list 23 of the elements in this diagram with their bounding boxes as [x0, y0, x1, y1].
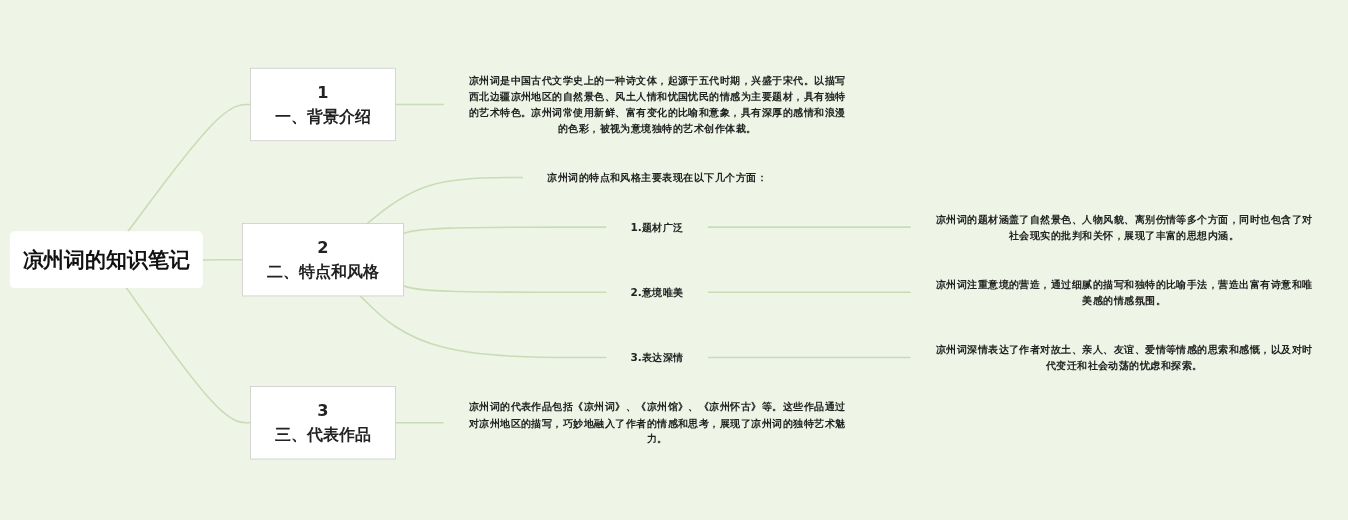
node-text: 1.题材广泛: [630, 220, 684, 233]
connector: [394, 421, 445, 424]
connector: [402, 285, 608, 294]
connector: [707, 226, 912, 228]
node-text: 凉州词的题材涵盖了自然景色、人物风貌、离别伤情等多个方面，同时也包含了对社会现实的批判和关怀，展现了丰富的思想内涵。: [935, 212, 1313, 241]
connector: [402, 226, 608, 235]
node-text: 凉州词的代表作品包括《凉州词》、《凉州馆》、《凉州怀古》等。这些作品通过对凉州地区的描写，巧妙地融入了作者的情感和思考，展现了凉州词的独特艺术魅力。: [468, 400, 846, 445]
connector: [201, 258, 244, 261]
node-box: 2 二、特点和风格: [241, 223, 404, 297]
connector: [707, 356, 912, 359]
node-text: 凉州词深情表达了作者对故土、亲人、友谊、爱情等情感的思索和感慨，以及对时代变迁和社会动荡的忧虑和探索。: [935, 343, 1313, 372]
connector: [366, 176, 524, 225]
connector: [394, 103, 445, 106]
node-box: 3 三、代表作品: [250, 386, 396, 460]
node-text: 凉州词是中国古代文学史上的一种诗文体，起源于五代时期，兴盛于宋代。以描写西北边疆凉州地区的自然景色、风土人情和忧国忧民的情感为主要题材，具有独特的艺术特色。凉州词常使用新鲜、富有变化的比喻和意象，具有深厚的感情和浪漫的色彩，被视为意境独特的艺术创作体裁。: [468, 74, 846, 134]
node-box: 1 一、背景介绍: [250, 67, 396, 142]
node-text: 凉州词注重意境的营造，通过细腻的描写和独特的比喻手法，营造出富有诗意和唯美感的情感氛围。: [935, 278, 1313, 306]
node-text: 3.表达深情: [630, 351, 684, 364]
connector: [707, 291, 912, 294]
node-text: 2.意境唯美: [630, 286, 684, 299]
node-text: 凉州词的特点和风格主要表现在以下几个方面：: [547, 171, 768, 184]
connector: [359, 295, 608, 359]
connector: [125, 287, 252, 424]
